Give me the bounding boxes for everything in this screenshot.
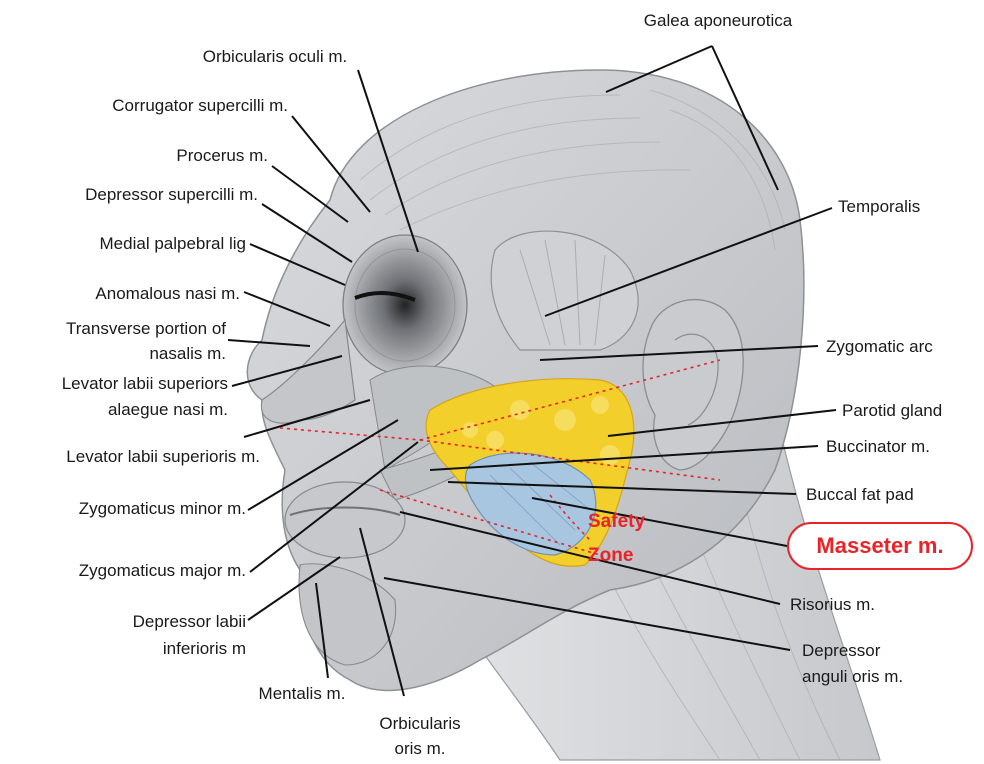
label-anomalous-nasi: Anomalous nasi m. [10,283,240,305]
label-buccinator: Buccinator m. [826,436,930,458]
label-galea-aponeurotica: Galea aponeurotica [598,10,838,32]
label-zygomaticus-minor: Zygomaticus minor m. [0,498,246,520]
label-zygomaticus-major: Zygomaticus major m. [0,560,246,582]
label-levator-labii-superioris: Levator labii superioris m. [0,446,260,468]
label-risorius: Risorius m. [790,594,875,616]
label-orbicularis-oris-1: Orbicularis [350,713,490,735]
label-parotid-gland: Parotid gland [842,400,942,422]
label-procerus: Procerus m. [60,145,268,167]
label-depressor-supercilli: Depressor supercilli m. [10,184,258,206]
label-depressor-anguli-1: Depressor [802,640,880,662]
label-orbicularis-oris-2: oris m. [350,738,490,760]
label-transverse-nasalis-1: Transverse portion of [0,318,226,340]
label-levator-alaeque-1: Levator labii superiors [0,373,228,395]
safety-zone-label-2: Zone [588,544,633,568]
label-buccal-fat-pad: Buccal fat pad [806,484,914,506]
label-orbicularis-oculi: Orbicularis oculi m. [170,46,380,68]
label-depressor-labii-1: Depressor labii [20,611,246,633]
label-temporalis: Temporalis [838,196,920,218]
label-mentalis: Mentalis m. [232,683,372,705]
label-levator-alaeque-2: alaegue nasi m. [0,399,228,421]
label-corrugator-supercilli: Corrugator supercilli m. [20,95,288,117]
label-zygomatic-arc: Zygomatic arc [826,336,933,358]
label-depressor-labii-2: inferioris m [20,638,246,660]
safety-zone-label-1: Safety [588,510,645,534]
label-depressor-anguli-2: anguli oris m. [802,666,903,688]
masseter-highlight-label: Masseter m. [787,522,973,570]
label-medial-palpebral-lig: Medial palpebral lig [10,233,246,255]
label-transverse-nasalis-2: nasalis m. [0,343,226,365]
